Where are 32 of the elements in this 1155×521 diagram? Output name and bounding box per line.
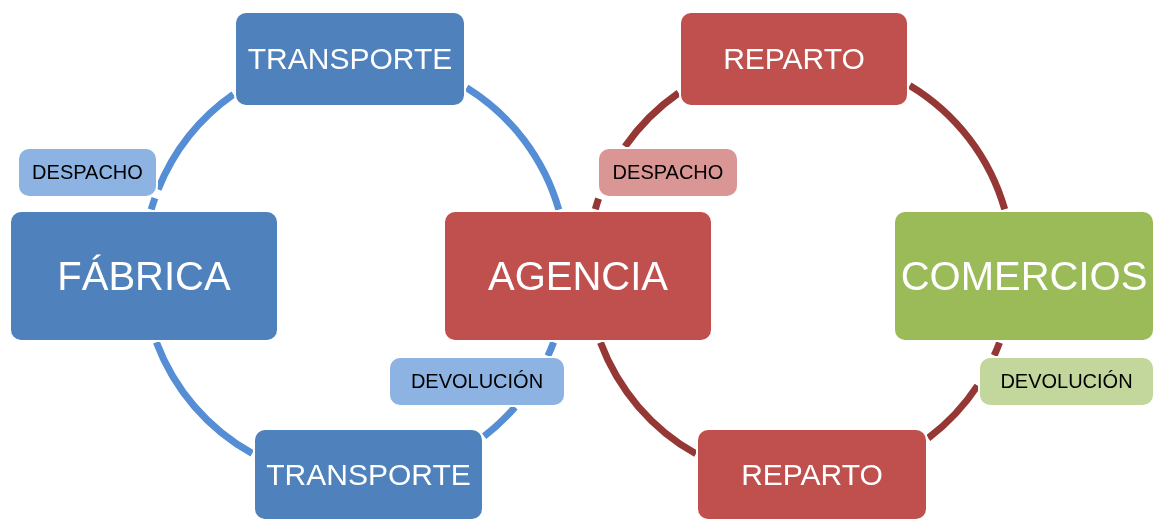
process-box — [253, 428, 484, 521]
step-label: DESPACHO — [32, 161, 143, 184]
cycle-arc — [622, 90, 681, 149]
cycle-arc — [544, 340, 557, 358]
step-tag — [388, 356, 566, 407]
cycle-arc — [481, 404, 518, 439]
node-label: TRANSPORTE — [266, 457, 471, 492]
step-label: DESPACHO — [612, 161, 724, 184]
cycle-arc — [153, 340, 255, 457]
process-box — [234, 11, 466, 107]
node-label: TRANSPORTE — [247, 42, 453, 76]
cycle-arc — [907, 82, 1008, 211]
node-label: REPARTO — [723, 42, 865, 76]
process-box — [679, 11, 909, 107]
process-box — [696, 428, 928, 521]
cycle-arc — [464, 84, 563, 211]
cycle-arc — [597, 341, 698, 457]
cycle-arc — [591, 197, 602, 211]
process-box — [9, 210, 279, 342]
node-label: FÁBRICA — [57, 253, 231, 299]
step-label: DEVOLUCIÓN — [1000, 370, 1133, 393]
process-box — [893, 210, 1155, 342]
step-tag — [597, 147, 739, 198]
node-label: REPARTO — [741, 457, 883, 492]
process-box — [443, 210, 713, 342]
cycle-arc — [147, 196, 159, 211]
cycle-arc — [991, 341, 1003, 357]
node-label: COMERCIOS — [900, 253, 1148, 299]
step-tag — [978, 356, 1155, 407]
node-label: AGENCIA — [487, 253, 668, 299]
step-label: DEVOLUCIÓN — [410, 370, 544, 393]
step-tag — [17, 147, 158, 198]
